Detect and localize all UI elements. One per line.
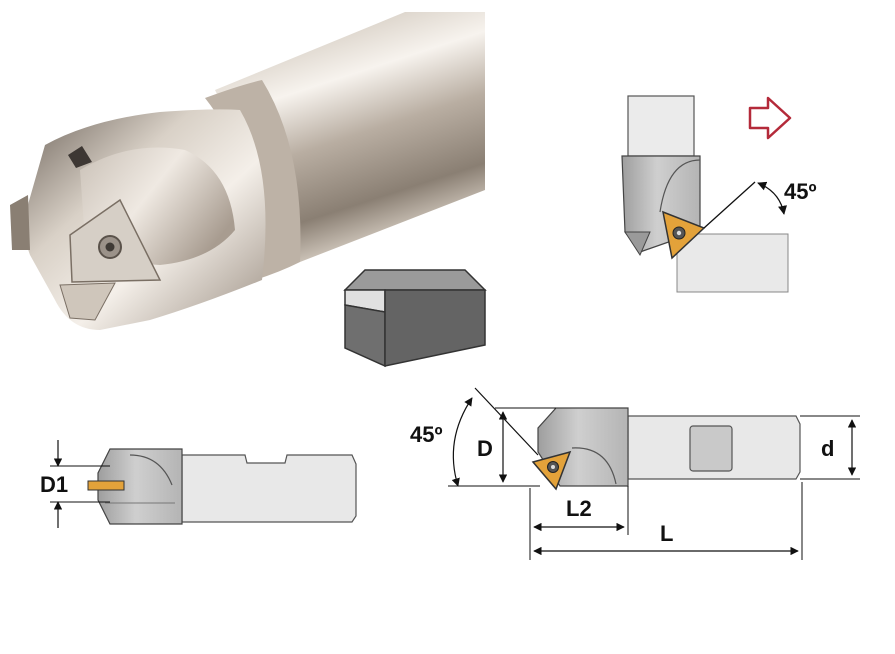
tool-photo-tip [10, 195, 30, 250]
angle-line-top [703, 181, 756, 229]
workpiece-rect [676, 233, 789, 293]
operation-tool-shank [627, 95, 695, 157]
d1-label: D1 [40, 472, 68, 497]
chamfered-workpiece-block [343, 269, 487, 368]
operation-diagram: 45º [621, 95, 817, 293]
side-view-head-curve [129, 454, 173, 486]
dimension-view: 45º D d L2 L [410, 387, 860, 560]
angle-arc-left [451, 397, 473, 487]
angle-arc-top [757, 181, 788, 215]
angle-label-top: 45º [784, 179, 817, 204]
shank-d-label: d [821, 436, 834, 461]
dim-view-insert-screw-center [551, 465, 555, 469]
angle-label-left: 45º [410, 422, 443, 447]
operation-insert-screw-center [676, 230, 682, 236]
tool-photo-lower-insert [59, 282, 116, 321]
dim-view-head-curve [571, 447, 617, 485]
block-side-face [384, 289, 486, 367]
side-view-d1: D1 [40, 440, 357, 528]
hollow-right-arrow-icon [748, 96, 792, 140]
d-label: D [477, 436, 493, 461]
block-top-face [343, 269, 487, 291]
side-view-shank [181, 454, 357, 523]
operation-tool-tip [624, 231, 651, 257]
operation-tool-curve [659, 159, 701, 213]
tool-photo [10, 12, 485, 330]
l2-label: L2 [566, 496, 592, 521]
side-view-insert [87, 480, 125, 491]
tool-photo-notch [68, 146, 92, 168]
l-label: L [660, 521, 673, 546]
torx-screw-center [105, 242, 115, 252]
block-front-face [344, 304, 386, 368]
dim-view-flat [689, 425, 733, 472]
